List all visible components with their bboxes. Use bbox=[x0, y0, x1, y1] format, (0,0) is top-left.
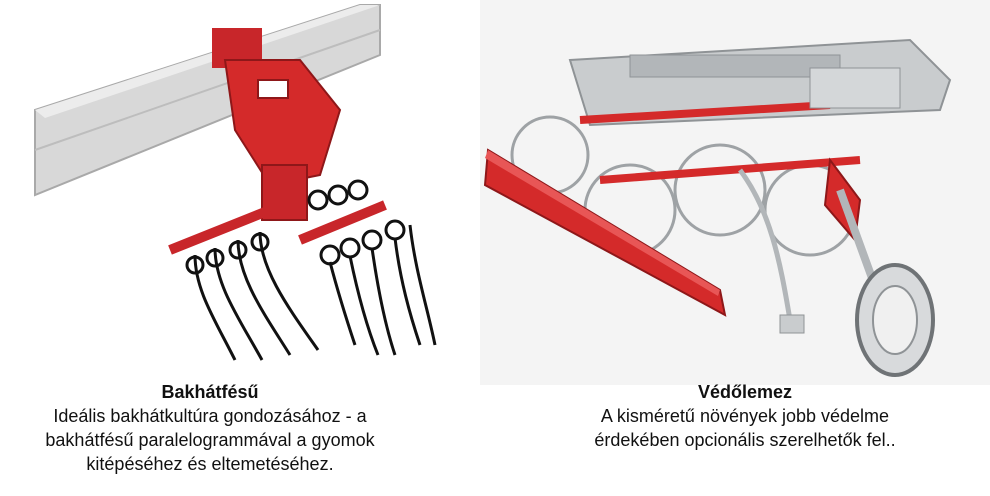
ridge-comb-image bbox=[0, 0, 480, 372]
right-title: Védőlemez bbox=[697, 382, 793, 402]
tine-bar-left bbox=[168, 205, 272, 255]
red-bar-top bbox=[579, 101, 831, 124]
red-bar-mid bbox=[599, 156, 861, 184]
left-title: Bakhátfésű bbox=[161, 382, 259, 402]
right-desc-line-2: érdekében opcionális szerelhetők fel.. bbox=[594, 430, 896, 450]
protective-plate-illustration bbox=[483, 38, 952, 377]
rotary-discs bbox=[510, 115, 857, 257]
parallelogram-arm bbox=[223, 59, 342, 187]
protective-plate-image bbox=[480, 0, 990, 385]
left-desc-line-3: kitépéséhez és eltemetéséhez. bbox=[86, 454, 334, 474]
arm-bracket bbox=[261, 164, 308, 221]
left-desc-line-1: Ideális bakhátkultúra gondozásához - a bbox=[53, 406, 367, 426]
left-desc-line-2: bakhátfésű paralelogrammával a gyomok bbox=[45, 430, 375, 450]
tines-left bbox=[185, 231, 320, 361]
tine-bar-right bbox=[298, 200, 387, 245]
ridge-comb-illustration bbox=[34, 4, 437, 361]
tines-right bbox=[307, 179, 437, 356]
frame-beam-top bbox=[35, 5, 380, 118]
right-desc-line-1: A kisméretű növények jobb védelme bbox=[600, 406, 890, 426]
right-caption: Védőlemez A kisméretű növények jobb véde… bbox=[520, 380, 970, 452]
left-caption: Bakhátfésű Ideális bakhátkultúra gondozá… bbox=[10, 380, 410, 476]
